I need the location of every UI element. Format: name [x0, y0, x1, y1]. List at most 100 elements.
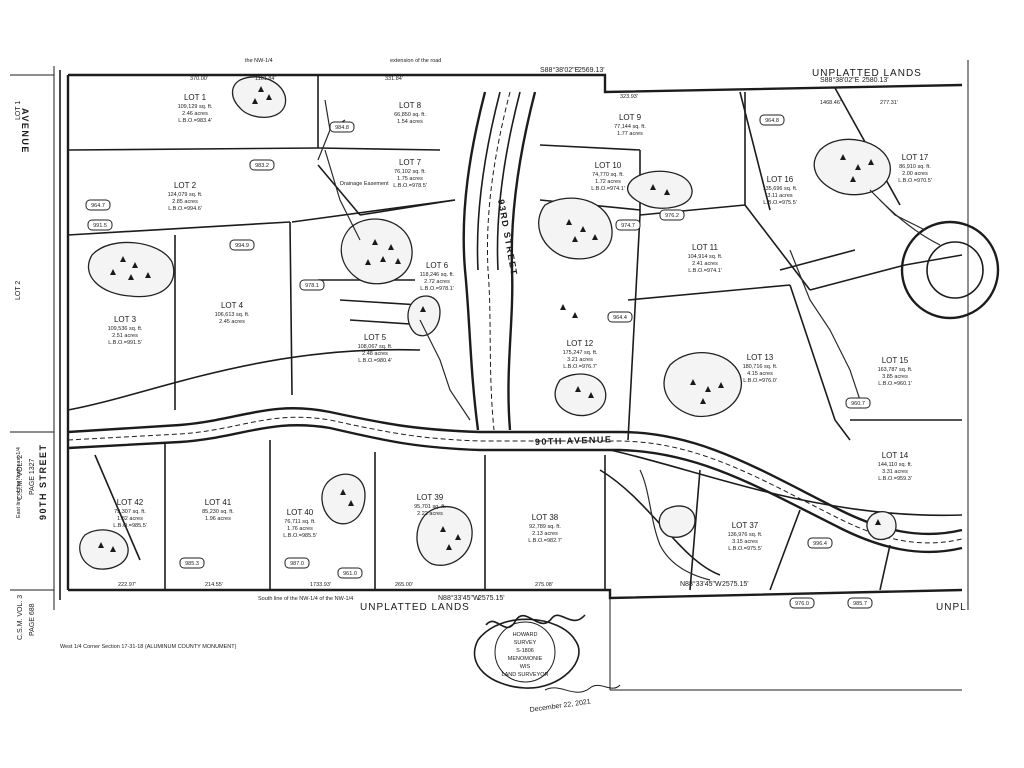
elevation-value: 983.2 [255, 163, 269, 169]
lot-acres: 4.15 acres [747, 371, 773, 377]
lot-area: 175,247 sq. ft. [563, 350, 598, 356]
lot-label: LOT 9 77,144 sq. ft. 1.77 acres [614, 113, 646, 137]
elevation-badge: 994.9 [229, 239, 255, 251]
lot-name: LOT 1 [184, 93, 207, 102]
lot-label: LOT 3 109,536 sq. ft. 2.51 acres L.B.O.=… [108, 315, 143, 346]
lot-name: LOT 17 [902, 153, 929, 162]
lot-area: 92,789 sq. ft. [529, 524, 561, 530]
lot-acres: 2.72 acres [424, 279, 450, 285]
lot-name: LOT 9 [619, 113, 642, 122]
lot-lbo: L.B.O.=978.1' [420, 286, 454, 292]
elevation-value: 960.7 [851, 401, 865, 407]
lot-acres: 3.21 acres [567, 357, 593, 363]
lot-name: LOT 12 [567, 339, 594, 348]
lot-name: LOT 42 [117, 498, 144, 507]
lot-acres: 1.82 acres [117, 516, 143, 522]
lot-label: LOT 39 95,701 sq. ft. 2.22 acres [414, 493, 446, 517]
lot-acres: 1.72 acres [595, 179, 621, 185]
segment-length: 277.31' [880, 100, 898, 106]
avenue-90th-label: 90TH AVENUE [535, 434, 613, 447]
lot-2-left-label: LOT 2 [15, 281, 22, 300]
lot-name: LOT 5 [364, 333, 387, 342]
lot-area: 106,613 sq. ft. [215, 312, 250, 318]
lot-label: LOT 15 163,787 sq. ft. 3.85 acres L.B.O.… [878, 356, 913, 387]
seal-line: HOWARD [513, 632, 538, 638]
lot-name: LOT 4 [221, 301, 244, 310]
lot-area: 77,144 sq. ft. [614, 124, 646, 130]
segment-length: 214.55' [205, 582, 223, 588]
unplatted-lands-right: UNPL [936, 602, 967, 613]
lot-area: 66,850 sq. ft. [394, 112, 426, 118]
elevation-badge: 964.8 [759, 114, 785, 126]
lot-lbo: L.B.O.=975.5' [763, 200, 797, 206]
lot-label: LOT 40 76,711 sq. ft. 1.76 acres L.B.O.=… [283, 508, 317, 539]
lot-lbo: L.B.O.=983.4' [178, 118, 212, 124]
lot-area: 104,914 sq. ft. [688, 254, 723, 260]
lot-area: 109,536 sq. ft. [108, 326, 143, 332]
lot-name: LOT 40 [287, 508, 314, 517]
lot-lbo: L.B.O.=980.4' [358, 358, 392, 364]
elevation-value: 996.4 [813, 541, 827, 547]
lot-area: 180,716 sq. ft. [743, 364, 778, 370]
lot-acres: 3.85 acres [882, 374, 908, 380]
seal-line: SURVEY [514, 640, 537, 646]
signature-scribble [485, 614, 586, 629]
seal-line: MENOMONIE [508, 656, 543, 662]
lot-label: LOT 41 85,230 sq. ft. 1.96 acres [202, 498, 234, 522]
lot-acres: 2.00 acres [902, 171, 928, 177]
lot-acres: 2.48 acres [362, 351, 388, 357]
lot-name: LOT 15 [882, 356, 909, 365]
lot-label: LOT 38 92,789 sq. ft. 2.13 acres L.B.O.=… [528, 513, 562, 544]
elevation-badge: 985.3 [179, 557, 205, 569]
lot-area: 109,129 sq. ft. [178, 104, 213, 110]
street-93rd-label: 93RD STREET [496, 199, 519, 277]
segment-length: 1468.46' [820, 100, 841, 106]
segment-length: 1101.84' [255, 76, 276, 82]
elevation-badge: 978.1 [299, 279, 325, 291]
lot-area: 118,246 sq. ft. [420, 272, 455, 278]
segment-length: 275.08' [535, 582, 553, 588]
bottom-distance-east: 2575.15' [722, 581, 749, 588]
south-line-note: South line of the NW-1/4 of the NW-1/4 [258, 596, 353, 602]
lot-label: LOT 17 86,910 sq. ft. 2.00 acres L.B.O.=… [898, 153, 932, 184]
signed-date: December 22, 2021 [529, 698, 591, 714]
lot-acres: 1.96 acres [205, 516, 231, 522]
lot-lbo: L.B.O.=985.5' [113, 523, 147, 529]
lot-acres: 3.31 acres [882, 469, 908, 475]
lot-lbo: L.B.O.=974.1' [688, 268, 722, 274]
elevation-badge: 960.7 [845, 397, 871, 409]
lot-name: LOT 3 [114, 315, 137, 324]
west-corner-note: West 1/4 Corner Section 17-31-18 (ALUMIN… [60, 644, 237, 650]
lot-name: LOT 14 [882, 451, 909, 460]
top-distance-east: 2580.13' [862, 77, 889, 84]
top-distance: 2569.13' [578, 67, 605, 74]
lot-labels: LOT 1 109,129 sq. ft. 2.46 acres L.B.O.=… [108, 93, 932, 552]
lot-area: 124,079 sq. ft. [168, 192, 203, 198]
lot-area: 86,910 sq. ft. [899, 164, 931, 170]
lot-acres: 2.13 acres [532, 531, 558, 537]
lot-area: 135,696 sq. ft. [763, 186, 798, 192]
east-line-note: East line of the Northeast 1/4 [16, 447, 22, 518]
lot-label: LOT 13 180,716 sq. ft. 4.15 acres L.B.O.… [743, 353, 778, 384]
lot-name: LOT 2 [174, 181, 197, 190]
lot-name: LOT 38 [532, 513, 559, 522]
elevation-badge: 985.7 [847, 597, 873, 609]
lot-name: LOT 6 [426, 261, 449, 270]
seal-line: LAND SURVEYOR [502, 672, 549, 678]
csm-bottom-page: PAGE 688 [29, 603, 36, 636]
lot-area: 76,711 sq. ft. [284, 519, 316, 525]
lot-label: LOT 14 144,110 sq. ft. 3.31 acres L.B.O.… [878, 451, 913, 482]
lot-name: LOT 39 [417, 493, 444, 502]
lot-label: LOT 16 135,696 sq. ft. 3.11 acres L.B.O.… [763, 175, 798, 206]
drainage-note: Drainage Easement [340, 181, 389, 187]
lot-name: LOT 11 [692, 243, 718, 252]
lot-lbo: L.B.O.=959.3' [878, 476, 912, 482]
elevation-badge: 987.0 [284, 557, 310, 569]
lot-area: 136,976 sq. ft. [728, 532, 763, 538]
lot-acres: 1.54 acres [397, 119, 423, 125]
seal-line: S-1806 [516, 648, 534, 654]
south-lot-lines [94, 440, 891, 591]
elevation-badge: 964.4 [607, 311, 633, 323]
lot-acres: 2.85 acres [172, 199, 198, 205]
